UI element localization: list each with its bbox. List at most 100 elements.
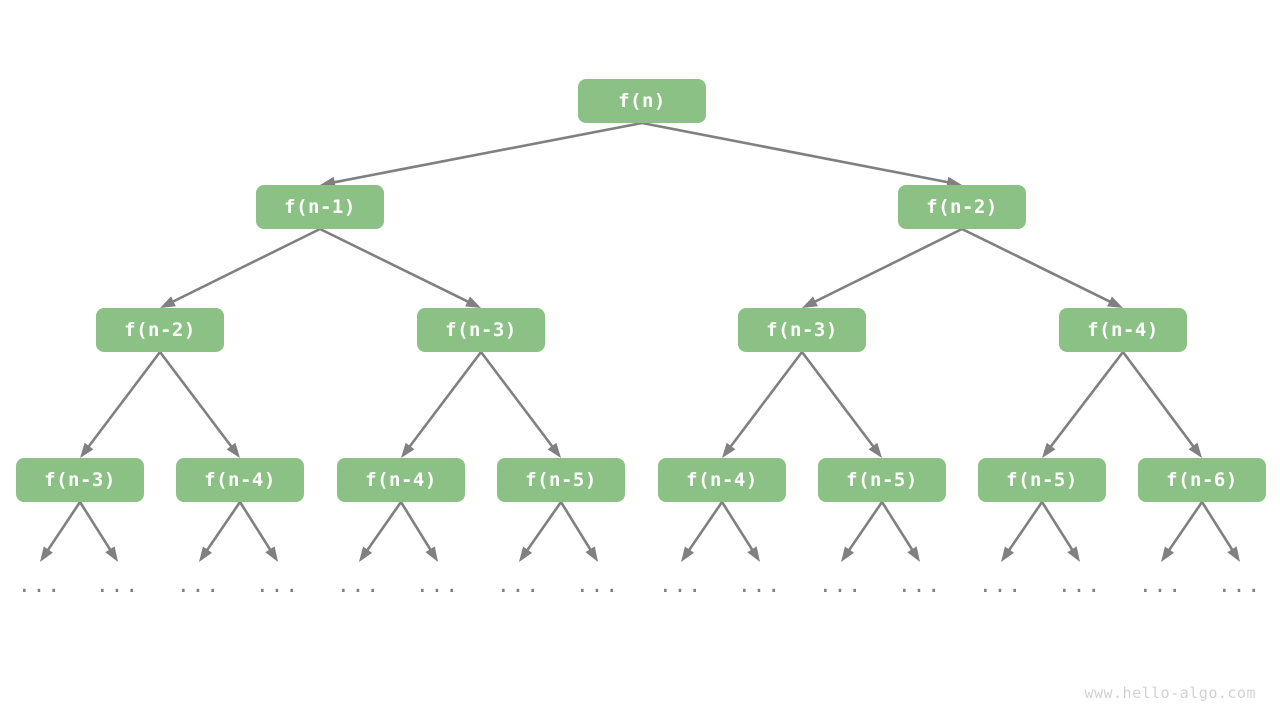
ellipsis-marker: ... [898,572,942,597]
ellipsis-marker: ... [819,572,863,597]
arrowhead-icon [160,296,176,308]
tree-edge [359,501,403,562]
tree-edge [1040,501,1080,562]
arrowhead-icon [681,546,695,562]
tree-node-label: f(n-2) [926,196,998,218]
tree-edge [238,501,278,562]
tree-edge [1121,351,1202,458]
arrowhead-icon [105,546,118,562]
tree-edge [78,501,118,562]
arrowhead-icon [80,442,94,458]
arrowhead-icon [265,546,278,562]
tree-edge [800,351,882,458]
arrowhead-icon [40,546,53,562]
ellipsis-marker: ... [177,572,221,597]
arrowhead-icon [585,546,598,562]
tree-node-label: f(n-4) [365,469,437,491]
tree-node-label: f(n-6) [1166,469,1238,491]
tree-edge [199,501,242,562]
tree-node-label: f(n-2) [124,319,196,341]
arrowhead-icon [722,442,736,458]
arrowhead-icon [1042,442,1056,458]
ellipsis-marker: ... [1058,572,1102,597]
arrowhead-icon [465,296,481,308]
tree-node: f(n-5) [818,458,946,502]
tree-edge [1001,501,1044,562]
tree-node: f(n-4) [176,458,304,502]
arrowhead-icon [425,546,438,562]
tree-edge [40,501,82,562]
tree-edge [1200,501,1240,562]
arrowhead-icon [747,546,760,562]
arrowhead-icon [547,442,561,458]
tree-edge [559,501,598,562]
tree-node: f(n-1) [256,185,384,229]
tree-edge [720,501,760,562]
ellipsis-marker: ... [96,572,140,597]
arrowhead-icon [199,546,213,562]
tree-node: f(n) [578,79,706,123]
tree-node-label: f(n-4) [204,469,276,491]
arrowhead-icon [907,546,920,562]
arrowhead-icon [1227,546,1240,562]
ellipsis-marker: ... [18,572,62,597]
ellipsis-marker: ... [337,572,381,597]
arrowhead-icon [868,442,882,458]
arrowhead-icon [226,442,240,458]
tree-edge [681,501,724,562]
ellipsis-marker: ... [738,572,782,597]
tree-edge [320,121,643,188]
tree-node-label: f(n-3) [44,469,116,491]
tree-edge [158,351,240,458]
tree-edge [401,351,483,458]
ellipsis-marker: ... [659,572,703,597]
tree-node: f(n-3) [16,458,144,502]
arrowhead-icon [1107,296,1123,308]
tree-node: f(n-3) [417,308,545,352]
tree-edge [880,501,920,562]
tree-node: f(n-4) [1059,308,1187,352]
tree-node-label: f(n-5) [1006,469,1078,491]
ellipsis-marker: ... [416,572,460,597]
ellipsis-marker: ... [497,572,541,597]
arrowhead-icon [802,296,818,308]
tree-edge [722,351,804,458]
tree-node-label: f(n-3) [766,319,838,341]
tree-edge [1161,501,1204,562]
ellipsis-marker: ... [1139,572,1183,597]
tree-edge [519,501,563,562]
tree-edge [961,227,1123,308]
ellipsis-marker: ... [979,572,1023,597]
arrowhead-icon [841,546,855,562]
tree-node-label: f(n-5) [525,469,597,491]
tree-node: f(n-5) [497,458,625,502]
tree-edge [841,501,884,562]
tree-node: f(n-2) [898,185,1026,229]
tree-edge [80,351,162,458]
tree-node-label: f(n-5) [846,469,918,491]
tree-node: f(n-6) [1138,458,1266,502]
tree-edge [1042,351,1125,458]
ellipsis-marker: ... [256,572,300,597]
tree-node: f(n-5) [978,458,1106,502]
arrowhead-icon [1067,546,1080,562]
arrowhead-icon [401,442,415,458]
arrowhead-icon [1188,442,1202,458]
arrowhead-icon [1161,546,1175,562]
watermark: www.hello-algo.com [1084,684,1256,702]
tree-node-label: f(n-1) [284,196,356,218]
tree-node-label: f(n-3) [445,319,517,341]
ellipsis-marker: ... [576,572,620,597]
tree-edge [479,351,561,458]
tree-node: f(n-3) [738,308,866,352]
tree-edge [160,227,321,308]
tree-edge [641,121,962,188]
arrowhead-icon [1001,546,1015,562]
tree-node-label: f(n) [618,90,666,112]
tree-edge [802,227,963,308]
arrowhead-icon [519,546,533,562]
tree-node: f(n-4) [658,458,786,502]
tree-edge [399,501,438,562]
tree-edge [319,227,481,308]
